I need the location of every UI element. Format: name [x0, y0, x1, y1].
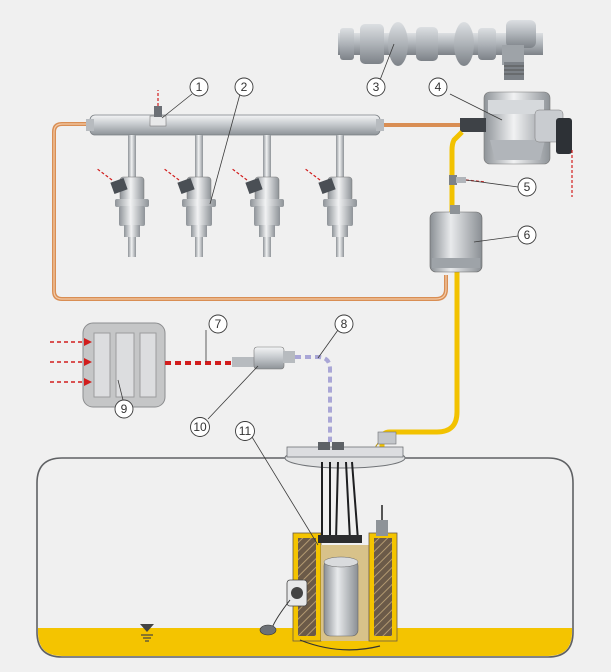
callout-8-label: 8	[341, 317, 348, 331]
ecu-input-arrows	[50, 338, 92, 386]
callout-6-label: 6	[524, 228, 531, 242]
fuel-filter	[429, 205, 483, 273]
callout-4: 4	[428, 77, 448, 97]
callout-7: 7	[208, 314, 228, 334]
injectors	[95, 135, 357, 257]
callout-5-label: 5	[524, 180, 531, 194]
fuel-pump-control-module	[232, 346, 295, 370]
high-pressure-pump	[460, 91, 573, 197]
camshaft	[338, 20, 543, 80]
callout-2-label: 2	[241, 80, 248, 94]
callout-10-label: 10	[193, 420, 207, 434]
callout-6: 6	[517, 225, 537, 245]
pump-control-wire	[295, 355, 332, 442]
fuel-level-sender	[259, 579, 308, 636]
tank-flange	[284, 431, 406, 469]
injector-3	[230, 135, 284, 257]
callout-9-label: 9	[121, 402, 128, 416]
leader-lines	[117, 43, 519, 546]
callout-8: 8	[334, 314, 354, 334]
high-pressure-line	[52, 122, 448, 301]
callout-1: 1	[189, 77, 209, 97]
injector-4	[303, 135, 357, 257]
callout-7-label: 7	[215, 317, 222, 331]
injector-1	[95, 135, 149, 257]
callout-3: 3	[366, 77, 386, 97]
callout-11-label: 11	[239, 424, 252, 438]
callout-10: 10	[190, 417, 210, 437]
callout-1-label: 1	[196, 80, 203, 94]
fuel-rail	[86, 114, 384, 136]
callout-2: 2	[234, 77, 254, 97]
callout-3-label: 3	[373, 80, 380, 94]
rail-pressure-sensor	[149, 90, 167, 127]
callout-4-label: 4	[435, 80, 442, 94]
callout-9: 9	[114, 399, 134, 419]
injector-2	[162, 135, 216, 257]
engine-control-unit	[82, 322, 166, 408]
fuel-level-icon	[140, 624, 154, 642]
callout-11: 11	[235, 421, 255, 441]
callout-5: 5	[517, 177, 537, 197]
